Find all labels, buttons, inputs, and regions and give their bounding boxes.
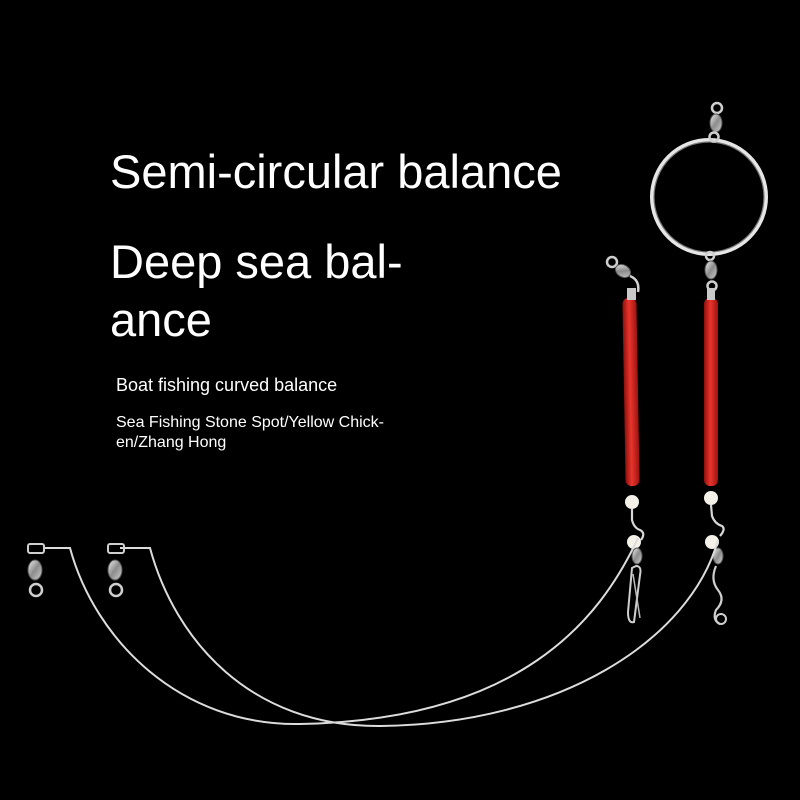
headline-line-2: Deep sea bal- ance [110,233,470,349]
subheadline-line-1: Boat fishing curved balance [116,375,338,395]
right-snap [712,547,727,625]
headline-line-2a: Deep sea bal- [110,235,403,288]
headline-line-2b: ance [110,293,212,346]
left-snap [626,547,643,624]
ring-lower-swivel [704,250,718,292]
headline-line-1: Semi-circular balance [110,145,562,198]
right-red-tube [704,288,718,486]
curved-wire-arms [43,537,719,728]
top-swivel [708,101,724,143]
subheadline-line-2: Sea Fishing Stone Spot/Yellow Chick- en/… [116,413,456,453]
right-bead [704,491,718,505]
left-red-tube [622,288,640,487]
second-left-swivel [107,543,125,598]
left-rig-swivel [605,255,640,293]
far-left-swivel [27,543,45,598]
subheadline-line-2a: Sea Fishing Stone Spot/Yellow Chick- [116,414,384,431]
left-bead [625,495,639,509]
ring [650,138,768,256]
subheadline-line-2b: en/Zhang Hong [116,434,227,451]
